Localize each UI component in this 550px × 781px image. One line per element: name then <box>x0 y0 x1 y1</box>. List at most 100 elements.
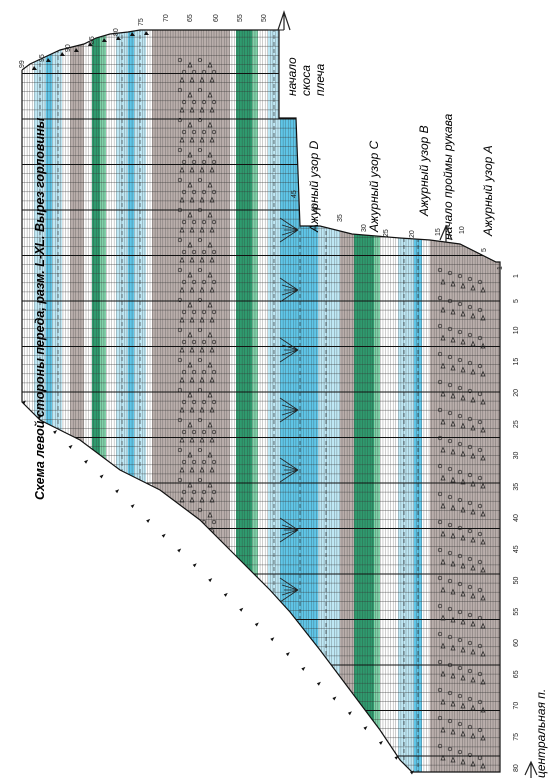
yarn-over-icon <box>467 332 473 338</box>
yarn-over-icon <box>211 489 217 495</box>
dec-triangle-icon <box>189 376 195 383</box>
yarn-over-icon <box>447 522 453 528</box>
row-number: 55 <box>237 14 244 22</box>
yarn-over-icon <box>177 147 183 153</box>
stitch-number: 65 <box>513 670 520 678</box>
yarn-over-icon <box>437 603 443 609</box>
dec-triangle-icon <box>189 436 195 443</box>
dec-triangle-icon <box>460 450 466 457</box>
dec-triangle-icon <box>209 466 215 473</box>
dec-triangle-icon <box>460 366 466 373</box>
dec-triangle-icon <box>209 136 215 143</box>
dec-triangle-icon <box>187 301 193 308</box>
stitch-number: 1 <box>513 274 520 278</box>
yarn-over-icon <box>191 69 197 75</box>
dec-triangle-icon <box>470 732 476 739</box>
yarn-over-icon <box>191 429 197 435</box>
yarn-over-icon <box>467 668 473 674</box>
lace-fan-icon <box>279 457 299 483</box>
color-band <box>300 30 318 772</box>
dec-triangle-icon <box>187 241 193 248</box>
dec-triangle-icon <box>440 334 446 341</box>
dec-triangle-icon <box>22 400 26 405</box>
row-number: 1 <box>497 266 504 270</box>
dec-triangle-icon <box>450 504 456 511</box>
dec-triangle-icon <box>179 316 185 323</box>
dec-triangle-icon <box>189 556 195 563</box>
dec-triangle-icon <box>199 526 205 533</box>
row-number: 90 <box>65 44 72 52</box>
dec-triangle-icon <box>189 496 195 503</box>
yarn-over-icon <box>477 363 483 369</box>
row-number: 10 <box>459 226 466 234</box>
yarn-over-icon <box>457 497 463 503</box>
dec-triangle-icon <box>470 480 476 487</box>
yarn-over-icon <box>177 297 183 303</box>
yarn-over-icon <box>457 273 463 279</box>
dec-triangle-icon <box>450 756 456 763</box>
yarn-over-icon <box>467 528 473 534</box>
dec-triangle-icon <box>161 533 166 538</box>
yarn-over-icon <box>457 553 463 559</box>
yarn-over-icon <box>181 249 187 255</box>
dec-triangle-icon <box>480 370 486 377</box>
pattern-b-label: Ажурный узор B <box>417 125 431 217</box>
dec-triangle-icon <box>207 481 213 488</box>
yarn-over-icon <box>201 249 207 255</box>
yarn-over-icon <box>457 413 463 419</box>
yarn-over-icon <box>201 129 207 135</box>
yarn-over-icon <box>437 659 443 665</box>
yarn-over-icon <box>201 69 207 75</box>
dec-triangle-icon <box>130 504 135 509</box>
yarn-over-icon <box>437 743 443 749</box>
yarn-over-icon <box>197 237 203 243</box>
stitch-number: 5 <box>513 299 520 303</box>
dec-triangle-icon <box>440 306 446 313</box>
dec-triangle-icon <box>192 563 197 568</box>
yarn-over-icon <box>177 507 183 513</box>
yarn-over-icon <box>467 444 473 450</box>
yarn-over-icon <box>477 643 483 649</box>
yarn-over-icon <box>457 357 463 363</box>
dec-triangle-icon <box>480 510 486 517</box>
yarn-over-icon <box>197 267 203 273</box>
yarn-over-icon <box>467 388 473 394</box>
yarn-over-icon <box>447 298 453 304</box>
row-number: 50 <box>261 14 268 22</box>
dec-triangle-icon <box>207 121 213 128</box>
row-number: 45 <box>291 190 298 198</box>
yarn-over-icon <box>201 489 207 495</box>
dec-triangle-icon <box>199 376 205 383</box>
dec-triangle-icon <box>187 61 193 68</box>
dec-triangle-icon <box>363 726 368 731</box>
dec-triangle-icon <box>440 474 446 481</box>
yarn-over-icon <box>211 129 217 135</box>
dec-triangle-icon <box>102 38 107 42</box>
dec-triangle-icon <box>74 48 79 52</box>
yarn-over-icon <box>211 459 217 465</box>
dec-triangle-icon <box>332 696 337 701</box>
chart-title: Схема левой стороны переда, разм. L-XL. … <box>33 117 47 500</box>
dec-triangle-icon <box>480 678 486 685</box>
yarn-over-icon <box>467 584 473 590</box>
dec-triangle-icon <box>470 536 476 543</box>
dec-triangle-icon <box>199 406 205 413</box>
yarn-over-icon <box>181 519 187 525</box>
dec-triangle-icon <box>199 76 205 83</box>
yarn-over-icon <box>191 129 197 135</box>
stitch-number: 80 <box>513 764 520 772</box>
yarn-over-icon <box>197 147 203 153</box>
yarn-over-icon <box>437 631 443 637</box>
dec-triangle-icon <box>189 136 195 143</box>
yarn-over-icon <box>191 279 197 285</box>
dec-triangle-icon <box>88 42 93 46</box>
row-number: 80 <box>113 28 120 36</box>
dec-triangle-icon <box>179 76 185 83</box>
yarn-over-icon <box>181 279 187 285</box>
shoulder-label-1: начало <box>285 57 299 96</box>
dec-triangle-icon <box>470 592 476 599</box>
dec-triangle-icon <box>199 556 205 563</box>
dec-triangle-icon <box>189 226 195 233</box>
dec-triangle-icon <box>460 422 466 429</box>
